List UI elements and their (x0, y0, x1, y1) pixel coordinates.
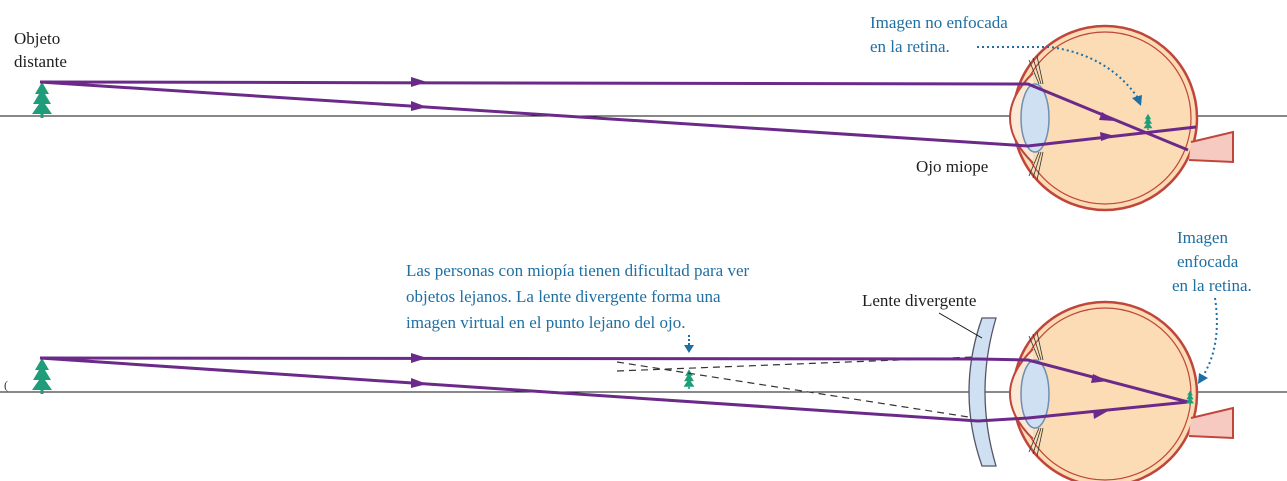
eye-label: Ojo miope (916, 157, 988, 176)
note-arrowhead (684, 345, 694, 353)
ray-arrow (411, 353, 427, 363)
ray-upper (39, 80, 1189, 152)
callout-line2: enfocada (1177, 252, 1239, 271)
virtual-ray-extensions (616, 356, 976, 419)
incoming-rays (39, 80, 1197, 152)
distant-object-tree-icon (32, 82, 52, 118)
ray-arrow (411, 378, 427, 388)
ray-arrow (1091, 374, 1108, 383)
object-label-line1: Objeto (14, 29, 60, 48)
bottom-panel: ( Las personas con miopía tienen dificul… (0, 228, 1287, 481)
ray-arrow (411, 101, 427, 111)
ray-arrow (1099, 112, 1115, 121)
callout-line2: en la retina. (870, 37, 950, 56)
axis-marker: ( (4, 378, 8, 392)
callout-line3: en la retina. (1172, 276, 1252, 295)
virtual-image-tree-icon (683, 369, 695, 389)
lens-label: Lente divergente (862, 291, 976, 310)
note-line2: objetos lejanos. La lente divergente for… (406, 287, 721, 306)
ray-arrow (1093, 410, 1108, 419)
ray-arrow (1100, 132, 1115, 141)
ray-lower (39, 80, 1197, 148)
myopic-eye (1008, 24, 1235, 212)
diverging-lens (968, 317, 997, 467)
lens-label-pointer (938, 312, 983, 339)
top-panel: Objeto distante Ojo miope Imagen no enfo… (0, 13, 1287, 212)
object-label-line2: distante (14, 52, 67, 71)
note-line1: Las personas con miopía tienen dificulta… (406, 261, 750, 280)
callout-arrowhead (1198, 373, 1208, 384)
distant-object-tree-icon (32, 358, 52, 394)
ray-lower (39, 356, 1189, 423)
callout-line1: Imagen (1177, 228, 1228, 247)
callout-pointer (977, 46, 1139, 99)
callout-pointer (1202, 297, 1218, 377)
callout-arrowhead (1132, 95, 1142, 106)
note-line3: imagen virtual en el punto lejano del oj… (406, 313, 685, 332)
callout-line1: Imagen no enfocada (870, 13, 1008, 32)
ray-arrow (411, 77, 427, 87)
